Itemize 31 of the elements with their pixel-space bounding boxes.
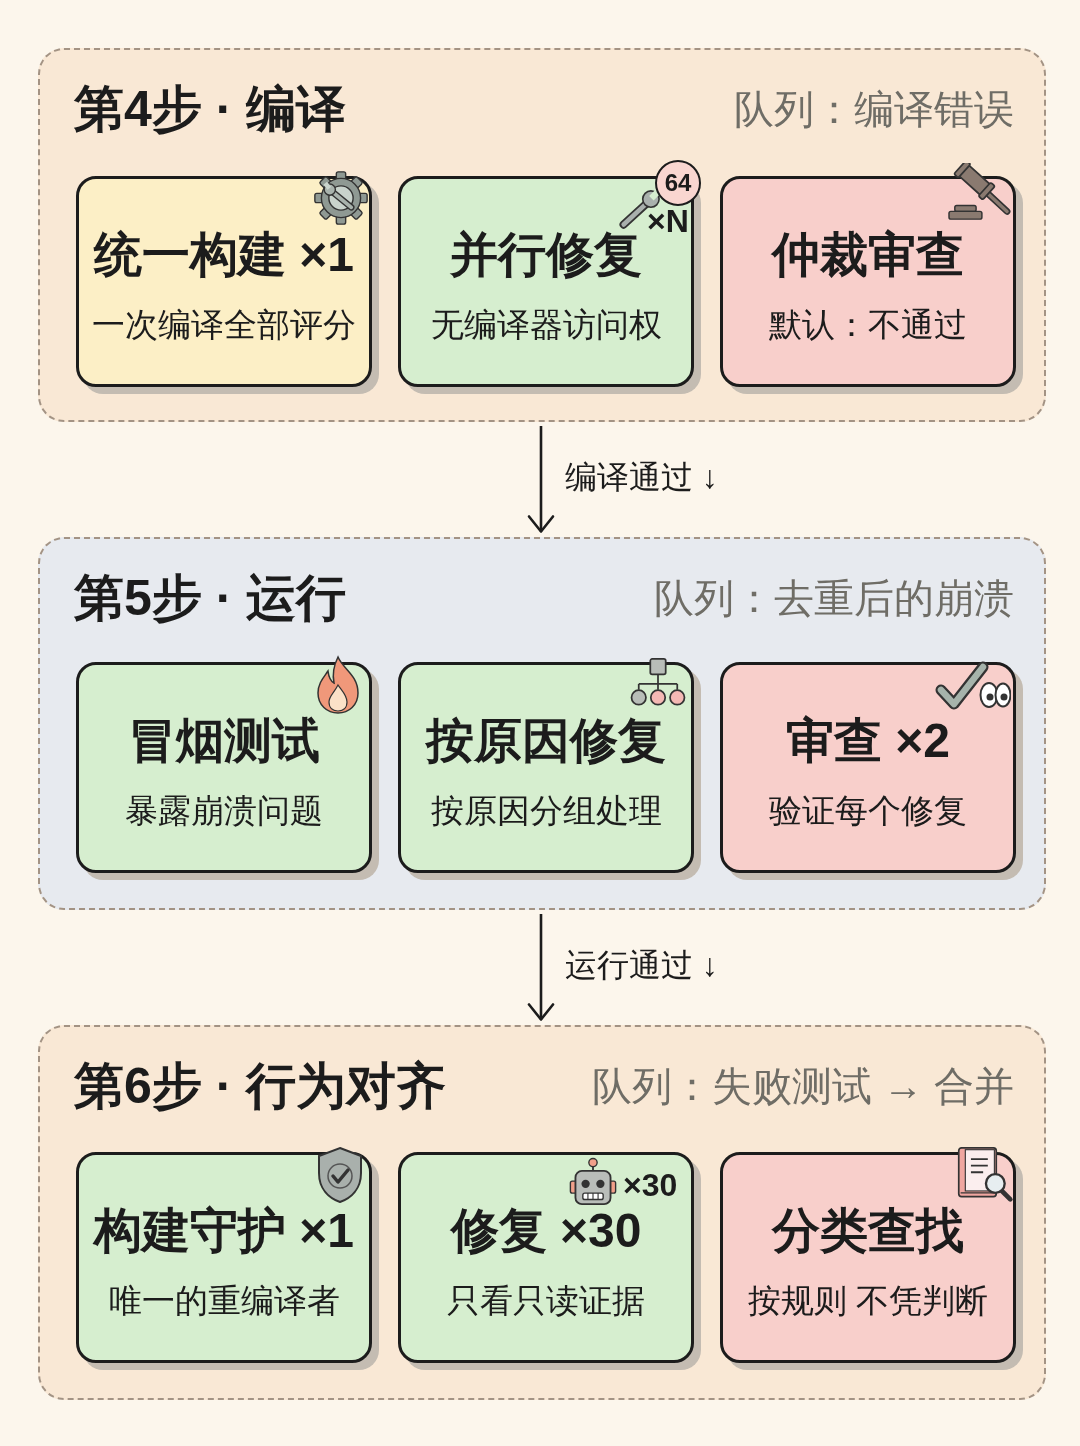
flow-arrow (527, 426, 555, 533)
card-subtitle: 只看只读证据 (447, 1281, 645, 1321)
card-title: 分类查找 (772, 1203, 964, 1259)
step-panel (38, 537, 1046, 910)
step-panel (38, 48, 1046, 422)
card-subtitle: 验证每个修复 (769, 791, 967, 831)
count-badge: 64 (655, 160, 701, 206)
card-title: 审查 ×2 (785, 713, 951, 769)
queue-label: 队列：失败测试 → 合并 (591, 1063, 1014, 1110)
card-title: 冒烟测试 (128, 713, 320, 769)
step-panel (38, 1025, 1046, 1400)
flow-arrow (527, 914, 555, 1021)
card-subtitle: 无编译器访问权 (430, 305, 662, 345)
card-title: 修复 ×30 (450, 1203, 642, 1259)
step-heading: 第4步 · 编译 (74, 80, 347, 139)
card-subtitle: 默认：不通过 (769, 305, 967, 345)
card-title: 并行修复 (450, 227, 642, 283)
card-title: 按原因修复 (426, 713, 666, 769)
step-heading: 第5步 · 运行 (74, 569, 347, 628)
card-title: 构建守护 ×1 (93, 1203, 355, 1259)
card-title: 仲裁审查 (772, 227, 964, 283)
multiplier-label: ×30 (623, 1166, 678, 1205)
queue-label: 队列：去重后的崩溃 (654, 575, 1014, 622)
card-subtitle: 唯一的重编译者 (108, 1281, 340, 1321)
queue-label: 队列：编译错误 (734, 86, 1014, 133)
card-subtitle: 按规则 不凭判断 (747, 1281, 989, 1321)
card-title: 统一构建 ×1 (93, 227, 355, 283)
card-subtitle: 暴露崩溃问题 (125, 791, 323, 831)
step-heading: 第6步 · 行为对齐 (74, 1057, 447, 1116)
card-subtitle: 一次编译全部评分 (92, 305, 356, 345)
card-subtitle: 按原因分组处理 (430, 791, 662, 831)
